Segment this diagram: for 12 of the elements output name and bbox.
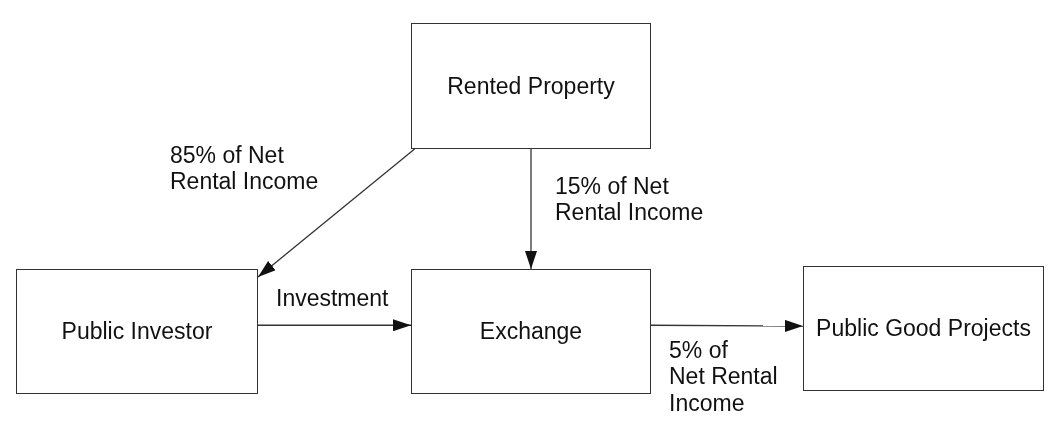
box-label: Public Investor	[61, 318, 213, 345]
box-label: Rented Property	[447, 72, 615, 100]
arrow	[525, 148, 537, 270]
arrow	[257, 319, 412, 332]
arrow	[257, 148, 416, 278]
process-box	[803, 266, 1044, 391]
process-box	[411, 269, 651, 394]
process-box	[16, 269, 258, 394]
process-box	[411, 23, 651, 149]
box-label: Exchange	[479, 318, 583, 345]
arrow	[650, 319, 804, 332]
box-label: Public Good Projects	[816, 315, 1031, 342]
